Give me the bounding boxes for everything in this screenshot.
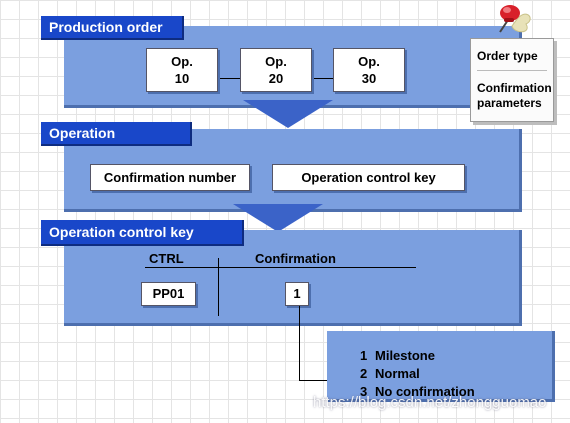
pushpin-icon xyxy=(499,5,531,33)
legend-connector-vertical xyxy=(299,306,300,381)
note-confirmation-parameters: Confirmation parameters xyxy=(477,81,552,110)
operation-box-10[interactable]: Op. 10 xyxy=(146,48,218,92)
control-key-panel xyxy=(64,230,522,326)
down-arrow-2 xyxy=(233,204,323,232)
confirmation-value-field[interactable]: 1 xyxy=(285,282,309,306)
operation-control-key-field[interactable]: Operation control key xyxy=(272,164,465,191)
table-header-line xyxy=(145,267,416,268)
operation-title: Operation xyxy=(41,122,192,146)
note-order-type: Order type xyxy=(477,49,538,63)
note-divider xyxy=(477,70,547,71)
control-key-title: Operation control key xyxy=(41,220,244,246)
operation-box-30[interactable]: Op. 30 xyxy=(333,48,405,92)
confirmation-number-field[interactable]: Confirmation number xyxy=(90,164,250,191)
ctrl-header: CTRL xyxy=(149,251,184,266)
confirmation-header: Confirmation xyxy=(255,251,336,266)
watermark-text: https://blog.csdn.net/zhongguomao xyxy=(313,394,547,411)
operation-box-20[interactable]: Op. 20 xyxy=(240,48,312,92)
order-type-note: Order type Confirmation parameters xyxy=(470,38,554,122)
ctrl-value-field[interactable]: PP01 xyxy=(141,282,196,306)
down-arrow-1 xyxy=(243,100,333,128)
table-column-divider xyxy=(218,258,219,316)
legend-connector-horizontal xyxy=(299,380,327,381)
production-order-title: Production order xyxy=(41,16,184,40)
